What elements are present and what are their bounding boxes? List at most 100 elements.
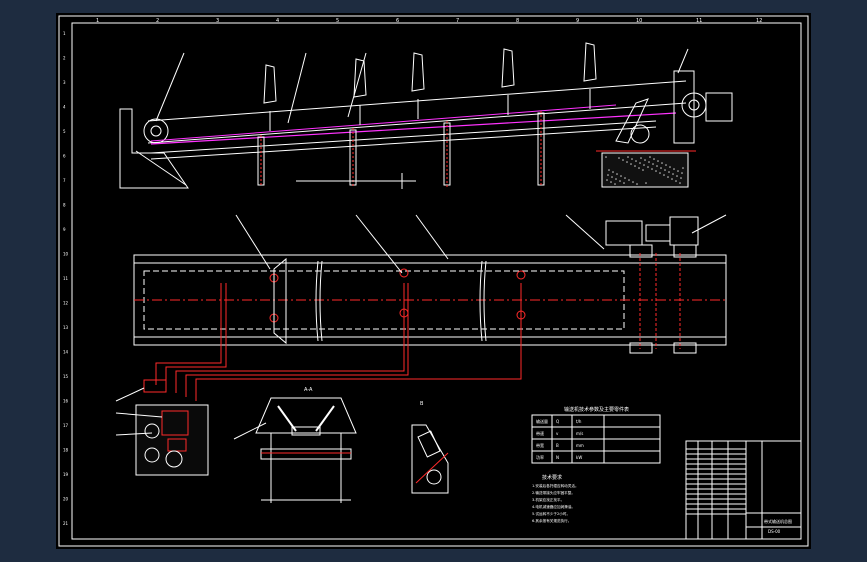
idler-mark	[399, 268, 409, 278]
hatch-dot	[638, 167, 640, 169]
belt-return-line	[150, 112, 677, 145]
table-cell: 带宽	[536, 442, 544, 448]
hatch-dot	[619, 180, 621, 182]
hatch-dot	[652, 163, 654, 165]
border-number-left: 4	[63, 105, 66, 110]
idler-stands	[263, 42, 597, 131]
border-number-left: 12	[63, 301, 69, 306]
outer-border	[58, 15, 809, 547]
section-b: B	[411, 401, 449, 494]
hatch-dot	[682, 167, 684, 169]
head-frame	[673, 70, 695, 144]
note-line: 4.电机减速器应加润滑油。	[532, 504, 575, 509]
idler-stand	[353, 58, 367, 98]
border-number-top: 12	[756, 18, 762, 24]
center-roller	[291, 426, 321, 436]
plan-idler-marks	[269, 268, 526, 323]
border-number-top: 6	[396, 18, 399, 24]
hatch-dot	[656, 165, 658, 167]
hatch-dot	[679, 182, 681, 184]
border-number-left: 14	[63, 350, 69, 355]
border-number-left: 11	[63, 276, 69, 281]
border-number-left: 20	[63, 497, 69, 502]
table-cell: t/h	[576, 419, 582, 424]
foundation-hatch	[605, 156, 684, 185]
hatch-dot	[643, 164, 645, 166]
border-number-left: 9	[63, 227, 66, 232]
border-number-left: 19	[63, 472, 69, 477]
bracket	[411, 424, 449, 494]
border-number-left: 5	[63, 129, 66, 134]
hatch-dot	[623, 182, 625, 184]
table-cell: 功率	[536, 454, 544, 460]
elevation-view	[119, 42, 733, 189]
hatch-dot	[653, 158, 655, 160]
table-cell: v	[556, 431, 559, 436]
hatch-dot	[668, 171, 670, 173]
table-cell: Q	[556, 419, 559, 424]
hatch-dot	[630, 163, 632, 165]
hatch-dot	[642, 169, 644, 171]
hatch-dot	[651, 168, 653, 170]
border-number-top: 5	[336, 18, 339, 24]
border-number-left: 13	[63, 325, 69, 330]
hatch-dot	[624, 177, 626, 179]
table-cell: mm	[576, 443, 584, 448]
hatch-dot	[620, 175, 622, 177]
border-number-top: 8	[516, 18, 519, 24]
plan-idler-1	[273, 257, 287, 345]
border-number-left: 16	[63, 399, 69, 404]
border-number-left: 2	[63, 56, 66, 61]
hatch-dot	[660, 167, 662, 169]
hatch-dot	[680, 177, 682, 179]
hatch-dot	[681, 172, 683, 174]
hatch-dot	[675, 180, 677, 182]
drawing-name: 带式输送机总图	[764, 518, 792, 524]
reducer	[669, 216, 699, 246]
hatch-dot	[616, 173, 618, 175]
border-number-top: 11	[696, 18, 702, 24]
border-number-left: 21	[63, 521, 69, 526]
foundation	[601, 152, 689, 188]
truss-bottom	[150, 120, 657, 154]
hatch-dot	[622, 159, 624, 161]
chute	[615, 98, 649, 144]
return-roller	[260, 448, 352, 460]
cable-routing	[155, 283, 522, 401]
control-cabinet-detail	[135, 379, 209, 476]
hatch-dot	[663, 174, 665, 176]
idler-mark	[516, 270, 526, 280]
title-block: 带式输送机总图 DS-00	[685, 440, 802, 540]
tail-brace	[135, 150, 187, 186]
idler-stand	[263, 64, 277, 104]
hatch-dot	[659, 172, 661, 174]
hatch-dot	[644, 159, 646, 161]
section-label-b: B	[420, 401, 424, 407]
border-number-left: 15	[63, 374, 69, 379]
hatch-dot	[632, 181, 634, 183]
idler-stand	[583, 42, 597, 82]
note-line: 6.其余按有关规范执行。	[532, 518, 571, 523]
hatch-dot	[657, 160, 659, 162]
hatch-dot	[672, 173, 674, 175]
hatch-dot	[606, 179, 608, 181]
hatch-dot	[648, 161, 650, 163]
hatch-dot	[669, 166, 671, 168]
junction-box	[143, 379, 167, 393]
border-number-top: 9	[576, 18, 579, 24]
border-number-left: 18	[63, 448, 69, 453]
inner-border	[71, 22, 802, 540]
belt-upper	[147, 80, 687, 122]
hatch-dot	[610, 181, 612, 183]
hatch-dot	[605, 156, 607, 158]
leg-centerlines	[260, 111, 542, 187]
hatch-dot	[640, 157, 642, 159]
hatch-dot	[673, 168, 675, 170]
hatch-dot	[661, 162, 663, 164]
hatch-dot	[634, 165, 636, 167]
hatch-dot	[649, 156, 651, 158]
